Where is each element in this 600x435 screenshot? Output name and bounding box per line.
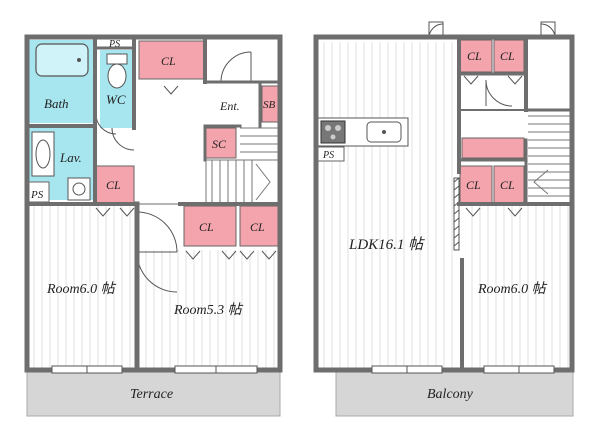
sc-label: SC: [212, 137, 227, 151]
closet-4: [239, 205, 281, 247]
closet-6: [493, 39, 525, 73]
closet-6-label: CL: [500, 49, 515, 63]
ldk-label: LDK16.1 帖: [348, 236, 425, 253]
washing-machine-icon: [67, 177, 91, 201]
closet-8-label: CL: [500, 178, 515, 192]
closet-2-label: CL: [106, 178, 121, 192]
terrace-area: [26, 371, 281, 417]
room-c-label: Room6.0 帖: [477, 281, 548, 297]
ps-label-left: PS: [30, 189, 44, 201]
closet-bar: [461, 137, 525, 159]
stairs-icon-right: [528, 115, 570, 197]
room-c-floor: [471, 206, 569, 368]
closet-3-label: CL: [199, 220, 214, 234]
bath-label: Bath: [44, 96, 69, 111]
room-a-label: Room6.0 帖: [46, 281, 117, 297]
sliding-partition: [453, 177, 460, 251]
closet-1-label: CL: [161, 54, 176, 68]
balcony-label: Balcony: [427, 387, 474, 402]
ps-label-top: PS: [108, 39, 120, 50]
closet-7-label: CL: [466, 178, 481, 192]
entrance-label: Ent.: [219, 99, 240, 113]
closet-5-label: CL: [467, 49, 482, 63]
sb-label: SB: [263, 99, 276, 111]
lav-label: Lav.: [59, 150, 82, 165]
ps-label-right: PS: [322, 150, 334, 161]
sink-icon: [366, 121, 402, 143]
walls-right: [313, 34, 575, 373]
room-b-label: Room5.3 帖: [173, 302, 244, 318]
terrace-label: Terrace: [130, 387, 173, 402]
room-a-floor: [33, 205, 131, 368]
balcony-area: [335, 371, 574, 417]
room-b-floor: [145, 250, 275, 368]
closet-4-label: CL: [250, 220, 265, 234]
toilet-icon: [106, 53, 128, 89]
wc-label: WC: [106, 92, 126, 107]
ldk-floor: [323, 42, 453, 368]
stove-icon: [320, 120, 346, 144]
washbasin-icon: [31, 131, 55, 177]
closet-3: [183, 205, 237, 247]
bath-lower: [29, 95, 95, 123]
walls-left: [24, 34, 283, 373]
closet-5: [459, 39, 493, 73]
bathtub-icon: [35, 43, 89, 77]
